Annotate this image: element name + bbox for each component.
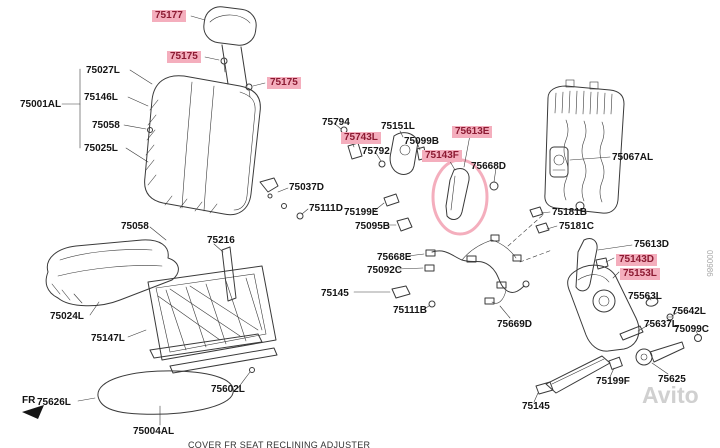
part-label: 75177 [152,10,186,22]
part-label: 75199E [344,207,379,218]
part-label: 75025L [84,143,118,154]
wiring-harness-drawing [353,213,553,319]
part-label: 75146L [84,92,118,103]
part-label: 75067AL [612,152,654,163]
part-label: 75199F [596,376,630,387]
part-label: 75181C [559,221,595,232]
part-label: 75024L [50,311,84,322]
part-label: 75143D [616,254,658,266]
part-label: 75637L [644,319,678,330]
footer-title: COVER FR SEAT RECLINING ADJUSTER [188,440,371,448]
part-label: 75099B [404,136,440,147]
headrest-drawing [190,6,266,98]
part-label: 75004AL [133,426,175,437]
fr-marker: FR [22,395,36,406]
part-label: 75626L [37,397,71,408]
seatback-drawing [144,75,261,216]
part-label: 75743L [341,132,381,144]
part-label: 75642L [672,306,706,317]
part-label: 75058 [121,221,149,232]
handle-and-screws-drawing [619,295,702,375]
part-label: 75669D [497,319,533,330]
part-label: 75668D [471,161,507,172]
part-label: 75175 [167,51,201,63]
right-belt-guide-drawing [575,238,633,292]
doc-code: 000986 [705,250,714,277]
part-label: 75111B [393,305,427,316]
recliner-unit-drawing [529,146,611,234]
part-label: 75151L [381,121,415,132]
part-label: 75099C [674,324,710,335]
part-label: 75181B [552,207,588,218]
part-label: 75153L [620,268,660,280]
part-label: 75145 [522,401,550,412]
slide-rod-drawing [213,243,237,302]
part-label: 75147L [91,333,125,344]
part-label: 75145 [321,288,349,299]
part-label: 75602L [211,384,245,395]
part-label: 75058 [92,120,120,131]
part-label: 75027L [86,65,120,76]
seat-frame-drawing [127,265,278,426]
part-label: 75095B [355,221,391,232]
part-label: 75625 [658,374,686,385]
hinge-parts-drawing [259,177,309,220]
part-label: 75563L [628,291,662,302]
part-label: 75001AL [20,99,62,110]
part-label: 75092C [367,265,403,276]
part-label: 75668E [377,252,412,263]
side-shield-drawing [567,264,640,352]
part-label: 75111D [309,203,343,214]
avito-watermark: Avito [642,382,699,408]
part-label: 75613D [634,239,670,250]
cushion-drawing [45,226,179,316]
fr-arrow-icon [22,405,44,419]
lower-garnish-drawing [533,355,623,403]
part-label: 75175 [267,77,301,89]
part-label: 75792 [362,146,390,157]
wire-loop-drawing [77,370,234,415]
part-label: 75613E [452,126,493,138]
left-bracket-lines [61,68,153,163]
part-label: 75143F [422,150,462,162]
cable-lever-drawing [373,193,413,232]
part-label: 75216 [207,235,235,246]
right-frame-drawing [544,79,625,214]
part-label: 75794 [322,117,350,128]
part-label: 75037D [289,182,325,193]
